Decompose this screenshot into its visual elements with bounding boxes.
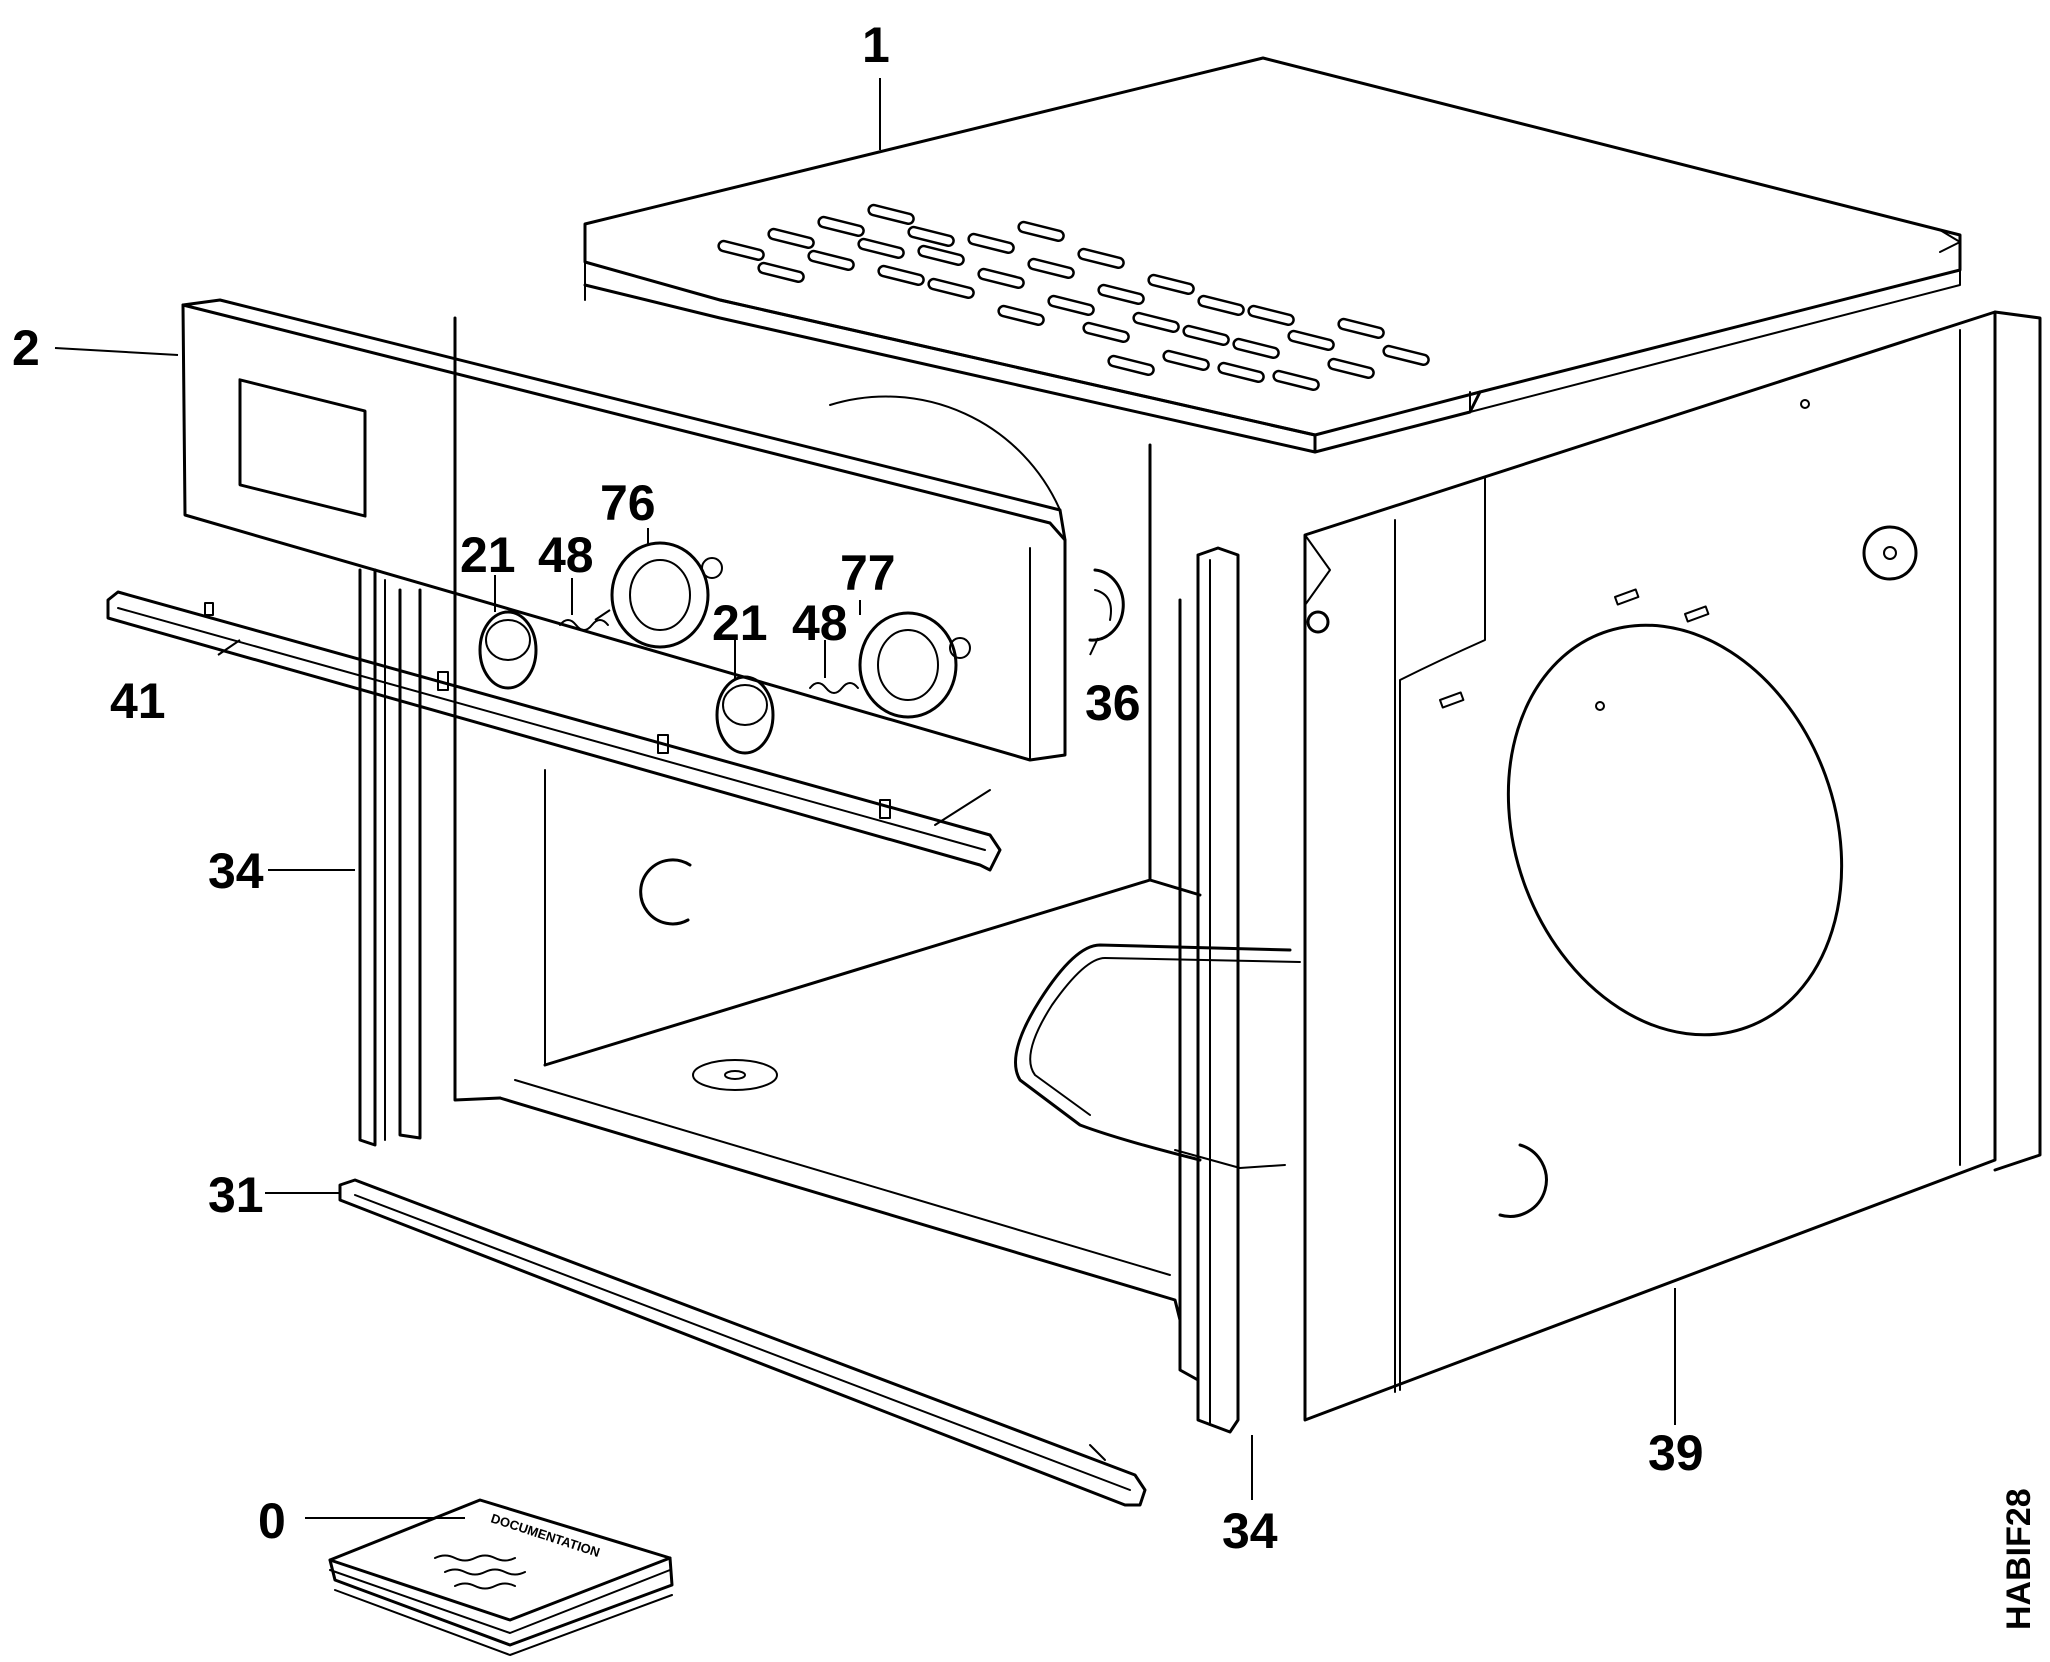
callout-48-left: 48 (538, 527, 594, 583)
door-seal-left (358, 568, 422, 1147)
callout-0: 0 (258, 1493, 286, 1549)
callout-36: 36 (1085, 675, 1141, 731)
callout-21-left: 21 (460, 527, 516, 583)
callout-21-right: 21 (712, 595, 768, 651)
door-seal-right (1178, 546, 1240, 1434)
side-panel (1303, 310, 2042, 1422)
control-panel (181, 298, 1125, 762)
callout-48-right: 48 (792, 595, 848, 651)
callout-31: 31 (208, 1167, 264, 1223)
callout-labels: 1 2 21 48 76 21 48 77 36 41 34 31 0 34 3… (12, 17, 1704, 1559)
leader-lines (54, 78, 1676, 1519)
front-rail (106, 590, 1002, 872)
lower-strip (338, 1178, 1147, 1507)
callout-76: 76 (600, 475, 656, 531)
documentation-book: DOCUMENTATION (328, 1498, 674, 1656)
callout-41: 41 (110, 673, 166, 729)
callout-34-right: 34 (1222, 1503, 1278, 1559)
callout-77: 77 (840, 545, 896, 601)
clip-part-36 (1088, 568, 1125, 642)
top-cover (583, 56, 1962, 454)
callout-1: 1 (862, 17, 890, 73)
callout-2: 2 (12, 320, 40, 376)
knob-assembly-right (701, 557, 971, 755)
book-title: DOCUMENTATION (489, 1511, 602, 1560)
vent-slots (717, 203, 1430, 392)
cabinet-body (453, 316, 1301, 1322)
callout-39: 39 (1648, 1425, 1704, 1481)
knob-assembly-left (478, 541, 710, 690)
callout-34-left: 34 (208, 843, 264, 899)
drawing-code: HABIF28 (2000, 1488, 2038, 1630)
